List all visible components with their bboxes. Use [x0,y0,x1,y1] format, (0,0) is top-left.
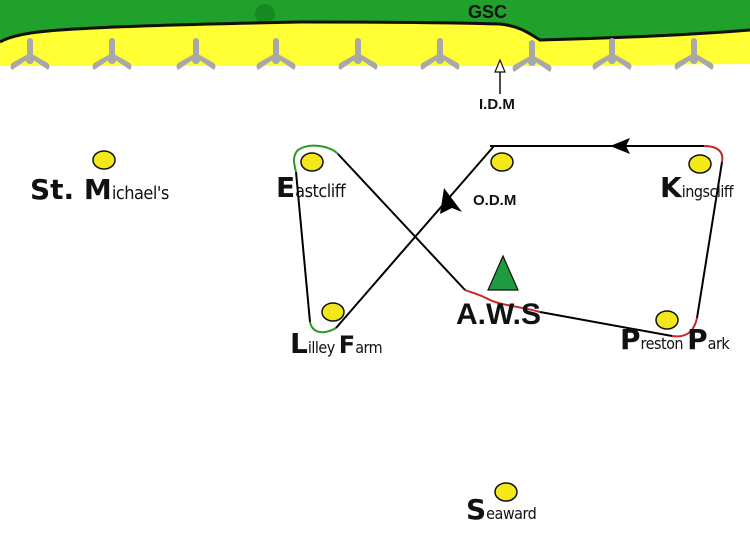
waypoint-preston-park-mark [655,310,679,330]
course-track [293,144,724,338]
tripod-buoy-icon [256,38,296,70]
label-cap2: P [687,323,708,356]
label-cap: E [276,171,296,204]
waypoint-seaward-mark [494,482,518,502]
label-rest2: ark [707,334,730,353]
waypoint-st-michaels-mark [92,150,116,170]
waypoint-eastcliff-label: Eastcliff [276,171,346,204]
arrowhead-icon [440,188,462,214]
gsc-label: GSC [468,2,508,22]
tripod-buoy-icon [592,38,632,70]
label-rest: illey [307,338,339,357]
label-cap: S [466,493,487,526]
triangle-icon [487,254,519,291]
tripod-buoy-icon [512,40,552,72]
waypoint-lilley-farm-mark [321,302,345,322]
label-cap: K [660,171,682,204]
tripod-buoy-icon [674,38,714,70]
idm-arrow-head-icon [494,58,506,73]
label-rest2: arm [355,338,383,357]
waypoint-marks [92,150,712,502]
waypoint-preston-park-label: Preston Park [620,323,730,356]
label-cap: St. M [30,173,112,206]
idm-label: I.D.M [479,96,515,113]
label-rest: eaward [486,504,537,523]
label-cap: L [290,327,308,360]
waypoint-st-michaels-label: St. Michael's [30,176,169,204]
label-rest: astcliff [295,181,346,202]
waypoint-eastcliff-mark [300,152,324,172]
label-cap: A.W.S [456,298,542,331]
label-rest: reston [640,334,688,353]
waypoint-kingscliff-mark [688,154,712,174]
tree-icon [255,4,275,24]
tripod-buoy-icon [10,38,50,70]
tripod-buoy-icon [176,38,216,70]
shoreline [0,20,750,44]
label-rest: O.D.M [473,192,517,209]
tripod-buoy-icon [92,38,132,70]
waypoint-lilley-farm-label: Lilley Farm [290,327,383,360]
label-cap2: F [338,331,356,359]
tripod-buoy-icon [420,38,460,70]
waypoint-odm-mark [490,152,514,172]
buoy-row [10,38,714,72]
label-cap: P [620,323,641,356]
waypoint-odm-label: O.D.M [473,182,516,210]
sand-beach [0,22,750,66]
waypoint-aws-label: A.W.S [456,300,541,330]
tripod-buoy-icon [338,38,378,70]
arrowhead-icon [610,138,630,154]
waypoint-seaward-label: Seaward [466,493,537,526]
label-rest: ingscliff [681,182,734,201]
waypoint-kingscliff-label: Kingscliff [660,171,734,204]
label-rest: ichael's [111,183,169,204]
